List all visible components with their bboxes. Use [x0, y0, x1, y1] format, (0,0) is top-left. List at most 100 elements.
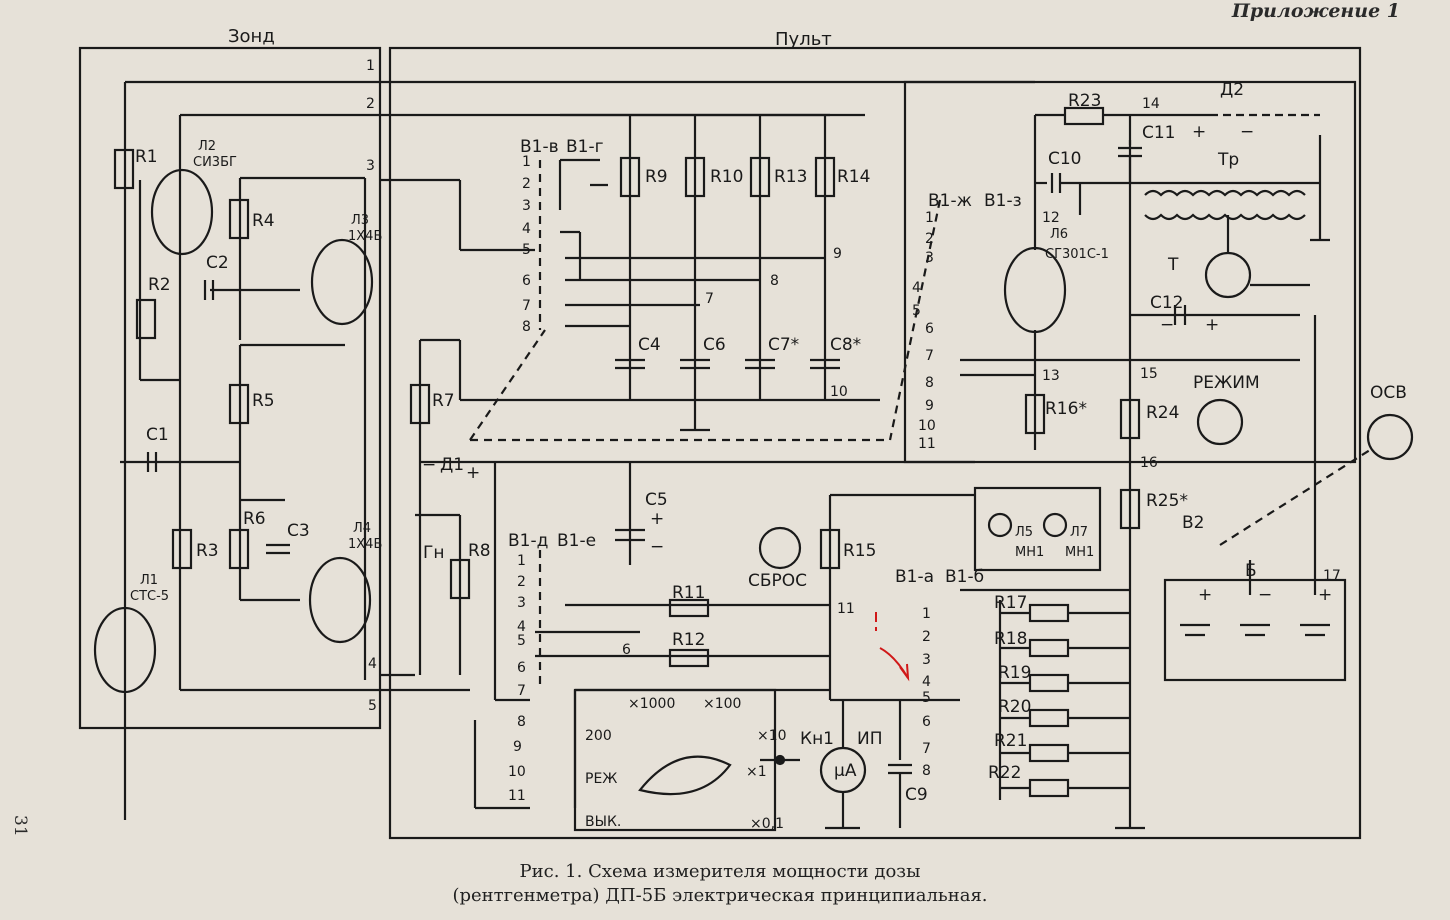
svg-text:4: 4 [517, 619, 526, 635]
tube-l1-name: Л1 [140, 573, 158, 588]
figure-caption: Рис. 1. Схема измерителя мощности дозы (… [380, 860, 1060, 908]
tube-l3-type: 1Х4Б [348, 229, 382, 244]
section-console: Пульт [775, 29, 832, 50]
tube-l6-type: СГ301С-1 [1045, 247, 1109, 262]
svg-text:3: 3 [366, 158, 375, 174]
svg-text:6: 6 [622, 642, 631, 658]
transistor-t [1204, 251, 1252, 299]
battery-box [1163, 578, 1347, 682]
appendix-label: Приложение 1 [1231, 0, 1400, 22]
svg-text:6: 6 [922, 714, 931, 730]
tube-l3-name: Л3 [351, 213, 369, 228]
tube-l6-name: Л6 [1050, 227, 1068, 242]
dial-x100: ×100 [703, 696, 741, 712]
transformer-secondary [1144, 213, 1306, 221]
label-r10: R10 [710, 167, 743, 187]
label-b1e: В1-е [557, 531, 596, 551]
probe-frame [78, 46, 382, 730]
pins-b1d: 12 34 56 78 910 11 [508, 553, 526, 804]
label-c1: C1 [146, 425, 169, 445]
label-r19: R19 [998, 663, 1031, 683]
label-r7: R7 [432, 391, 455, 411]
svg-text:12: 12 [1042, 210, 1060, 226]
svg-text:7: 7 [705, 291, 714, 307]
label-c5: C5 [645, 490, 668, 510]
label-mode: РЕЖИМ [1193, 373, 1260, 393]
dial-knob [638, 755, 732, 796]
label-r25: R25* [1146, 491, 1188, 511]
reset-button [758, 526, 802, 570]
lamp-l5-type: МН1 [1015, 545, 1044, 560]
svg-text:10: 10 [508, 764, 526, 780]
caption-line-2: (рентгенметра) ДП-5Б электрическая принц… [452, 885, 988, 906]
svg-text:+: + [1192, 122, 1206, 142]
dial-x10: ×10 [757, 728, 787, 744]
label-r24: R24 [1146, 403, 1179, 423]
dial-vyk: ВЫК. [585, 814, 621, 830]
tube-l1 [93, 606, 157, 694]
label-b2: В2 [1182, 513, 1204, 533]
svg-text:7: 7 [517, 683, 526, 699]
svg-text:−: − [1258, 585, 1272, 605]
svg-text:1: 1 [517, 553, 526, 569]
label-r23: R23 [1068, 91, 1101, 111]
label-c12: C12 [1150, 293, 1184, 313]
svg-text:8: 8 [925, 375, 934, 391]
label-d2: Д2 [1220, 80, 1244, 100]
svg-text:2: 2 [522, 176, 531, 192]
label-c3: C3 [287, 521, 310, 541]
svg-text:3: 3 [922, 652, 931, 668]
label-b: Б [1245, 561, 1257, 581]
svg-text:+: + [1205, 315, 1219, 335]
label-r16: R16* [1045, 399, 1087, 419]
label-c9: C9 [905, 785, 928, 805]
label-r22: R22 [988, 763, 1021, 783]
svg-text:4: 4 [522, 221, 531, 237]
label-r3: R3 [196, 541, 219, 561]
label-r8: R8 [468, 541, 491, 561]
tube-l2-type: СИ3БГ [193, 155, 237, 170]
pins-b1zh: 12 34 56 78 910 11 [912, 210, 936, 452]
svg-text:6: 6 [517, 660, 526, 676]
svg-text:3: 3 [517, 595, 526, 611]
dial-x1: ×1 [746, 764, 767, 780]
label-b1v: В1-в [520, 137, 559, 157]
svg-text:5: 5 [522, 242, 531, 258]
label-b1zh: В1-ж [928, 191, 972, 211]
label-r20: R20 [998, 697, 1031, 717]
circuit-diagram: Зонд Пульт Л2 СИ3БГ Л3 1Х4Б Л4 1Х4Б Л1 С… [78, 26, 1414, 840]
svg-text:11: 11 [508, 788, 526, 804]
tube-l4 [308, 556, 372, 644]
dial-x0-1: ×0,1 [750, 816, 784, 832]
lamp-l7-name: Л7 [1070, 525, 1088, 540]
label-c6: C6 [703, 335, 726, 355]
label-r1: R1 [135, 147, 158, 167]
circuit-wires [78, 46, 1414, 840]
svg-text:5: 5 [922, 690, 931, 706]
dial-rezh: РЕЖ [585, 771, 617, 787]
label-d1: Д1 [440, 455, 464, 475]
label-r11: R11 [672, 583, 705, 603]
label-r9: R9 [645, 167, 668, 187]
tube-l3 [310, 238, 374, 326]
label-kn1: Кн1 [800, 729, 834, 749]
svg-text:+: + [466, 463, 480, 483]
svg-text:1: 1 [925, 210, 934, 226]
svg-text:+: + [650, 509, 664, 529]
label-osv: ОСВ [1370, 383, 1407, 403]
label-r14: R14 [837, 167, 870, 187]
osv-lamp [1366, 413, 1414, 461]
svg-text:2: 2 [925, 231, 934, 247]
svg-text:7: 7 [522, 298, 531, 314]
label-b1d: В1-д [508, 531, 548, 551]
dial-200: 200 [585, 728, 612, 744]
label-c7: C7* [768, 335, 799, 355]
svg-text:2: 2 [922, 629, 931, 645]
polarity-marks: + − + − − + + − + − + [422, 122, 1332, 605]
label-tr: Тр [1217, 150, 1239, 170]
svg-text:16: 16 [1140, 455, 1158, 471]
label-gn: Гн [423, 543, 444, 563]
svg-text:2: 2 [517, 574, 526, 590]
label-r12: R12 [672, 630, 705, 650]
